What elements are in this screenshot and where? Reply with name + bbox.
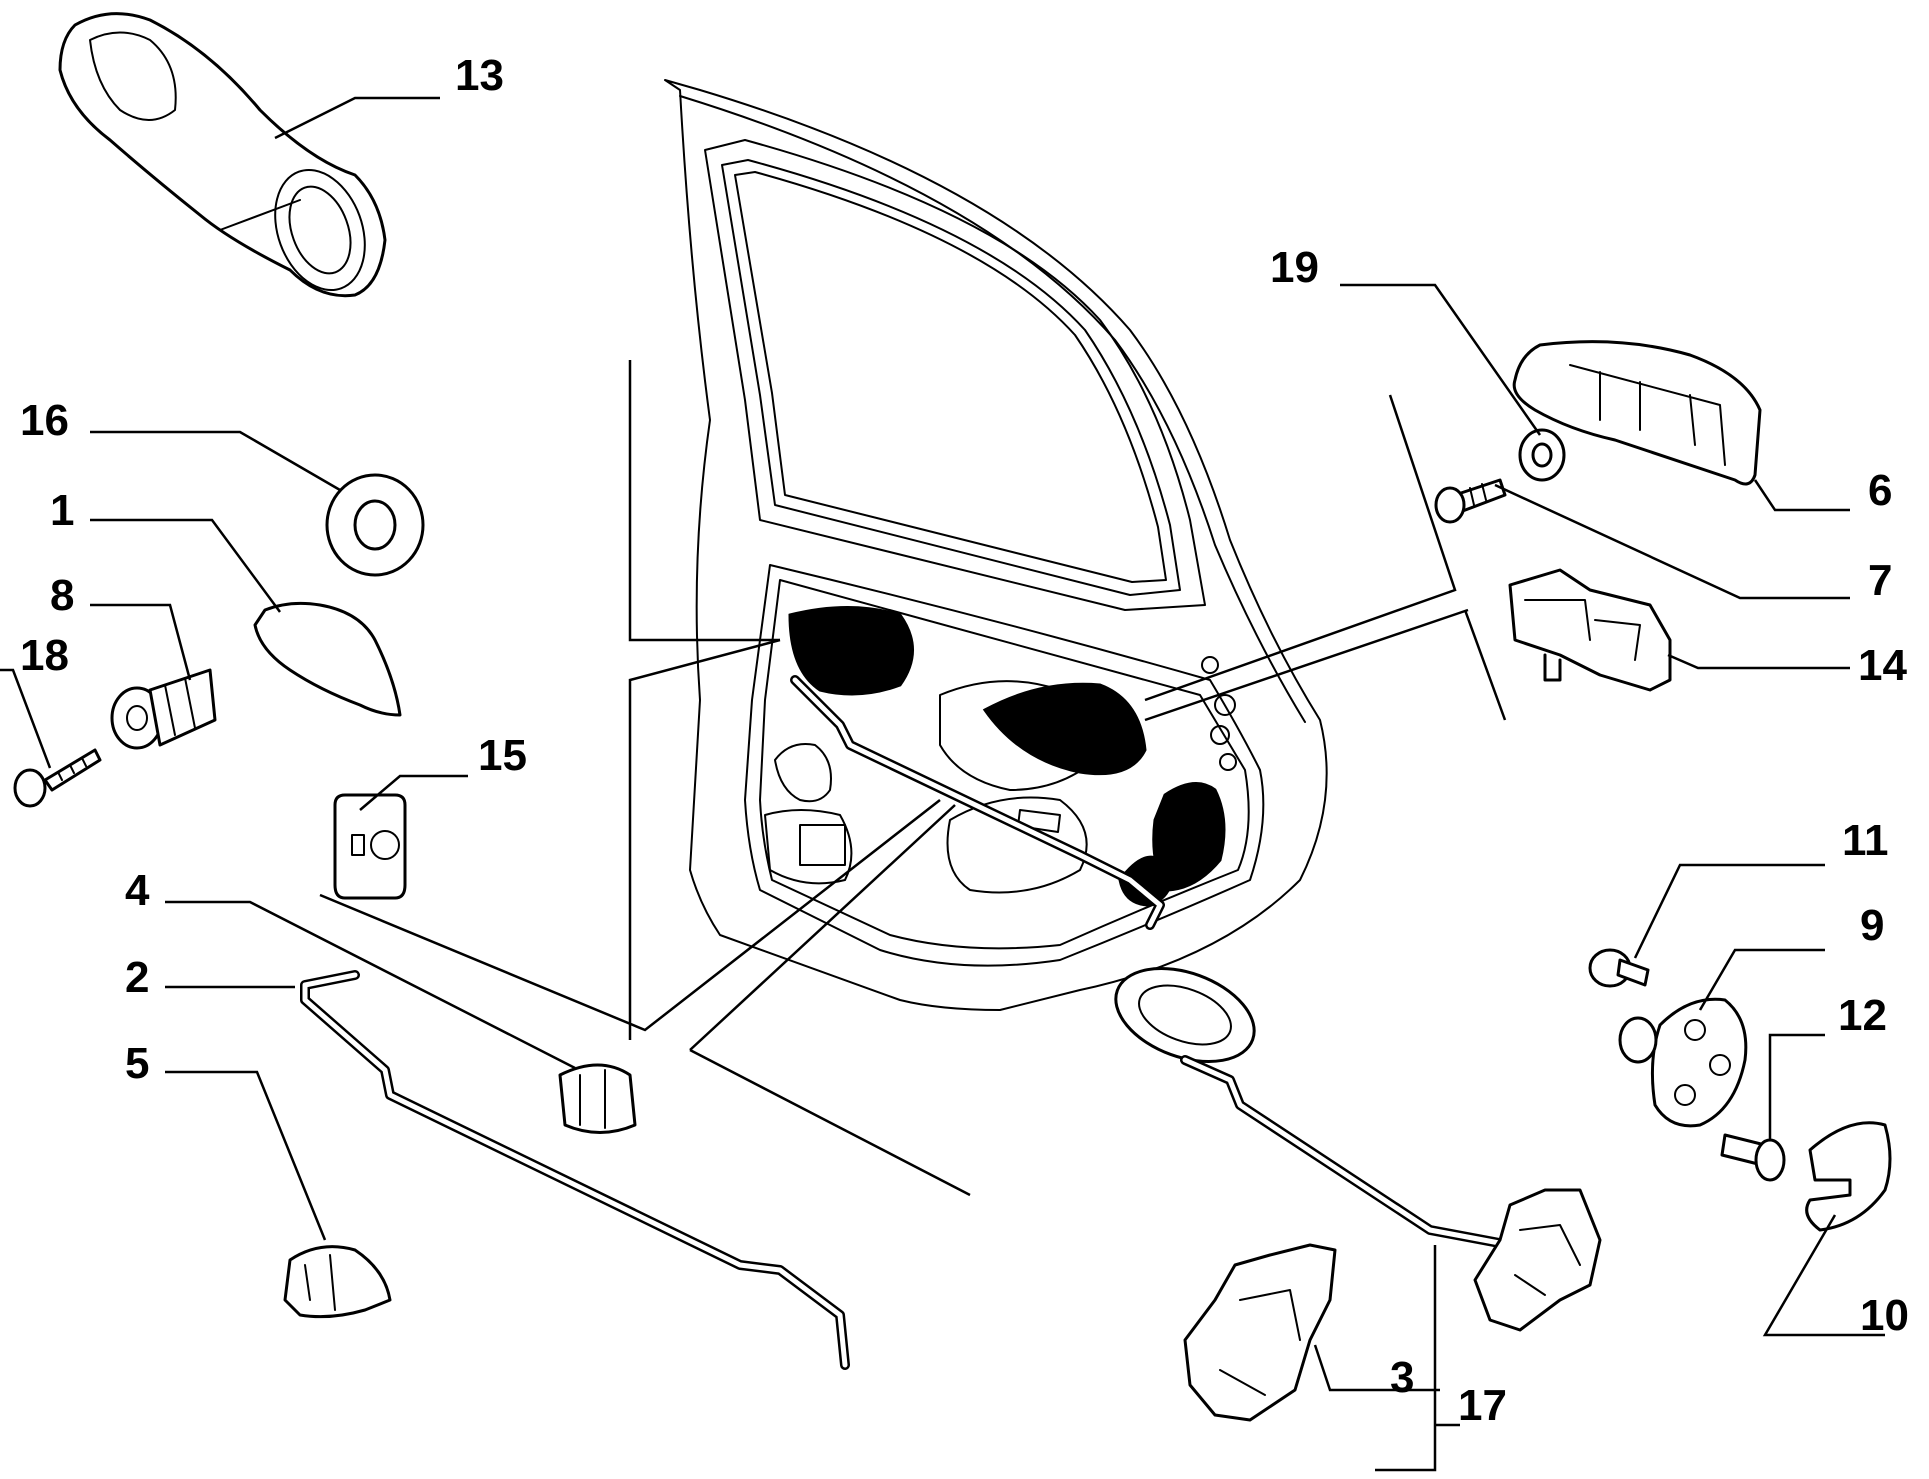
label-11: 11 [1842,816,1889,865]
rear-door-panel [664,79,1328,1011]
part-16-washer [325,473,425,577]
part-number-labels: 13 16 1 8 18 15 4 2 5 19 6 7 14 11 9 12 … [20,51,1909,1430]
part-8-clip [110,668,217,750]
label-8: 8 [50,571,74,620]
label-5: 5 [125,1039,149,1088]
label-13: 13 [455,51,504,100]
label-9: 9 [1860,901,1884,950]
label-16: 16 [20,396,69,445]
label-10: 10 [1860,1291,1909,1340]
label-3: 3 [1390,1353,1414,1402]
assembly-reference-lines [319,360,1507,1197]
label-17: 17 [1458,1381,1507,1430]
part-4-rod-clip [558,1063,637,1134]
label-7: 7 [1868,556,1892,605]
label-15: 15 [478,731,527,780]
part-10-shim [1805,1121,1892,1232]
label-19: 19 [1270,243,1319,292]
part-15-switch-plate [333,793,407,900]
label-14: 14 [1858,641,1907,690]
label-6: 6 [1868,466,1892,515]
part-3-lock [1183,1243,1337,1422]
part-12-screw [1720,1133,1786,1182]
part-17-lock-with-rod [1114,966,1602,1332]
label-1: 1 [50,486,74,535]
part-13-interior-handle-bezel [58,12,387,298]
leader-lines [0,96,1885,1472]
label-12: 12 [1838,991,1887,1040]
part-7-bolt [1434,478,1507,524]
part-5-rod-clip [283,1245,392,1319]
label-4: 4 [125,866,150,915]
part-1-cover [253,601,402,717]
part-2-operating-rod [300,970,850,1370]
part-9-striker-plate [1618,997,1748,1128]
label-2: 2 [125,953,149,1002]
label-18: 18 [20,631,69,680]
part-19-washer [1518,428,1566,482]
part-11-screw [1588,948,1650,988]
part-18-screw [13,748,102,808]
part-14-handle-bracket [1508,568,1672,692]
part-6-exterior-handle [1512,340,1762,486]
